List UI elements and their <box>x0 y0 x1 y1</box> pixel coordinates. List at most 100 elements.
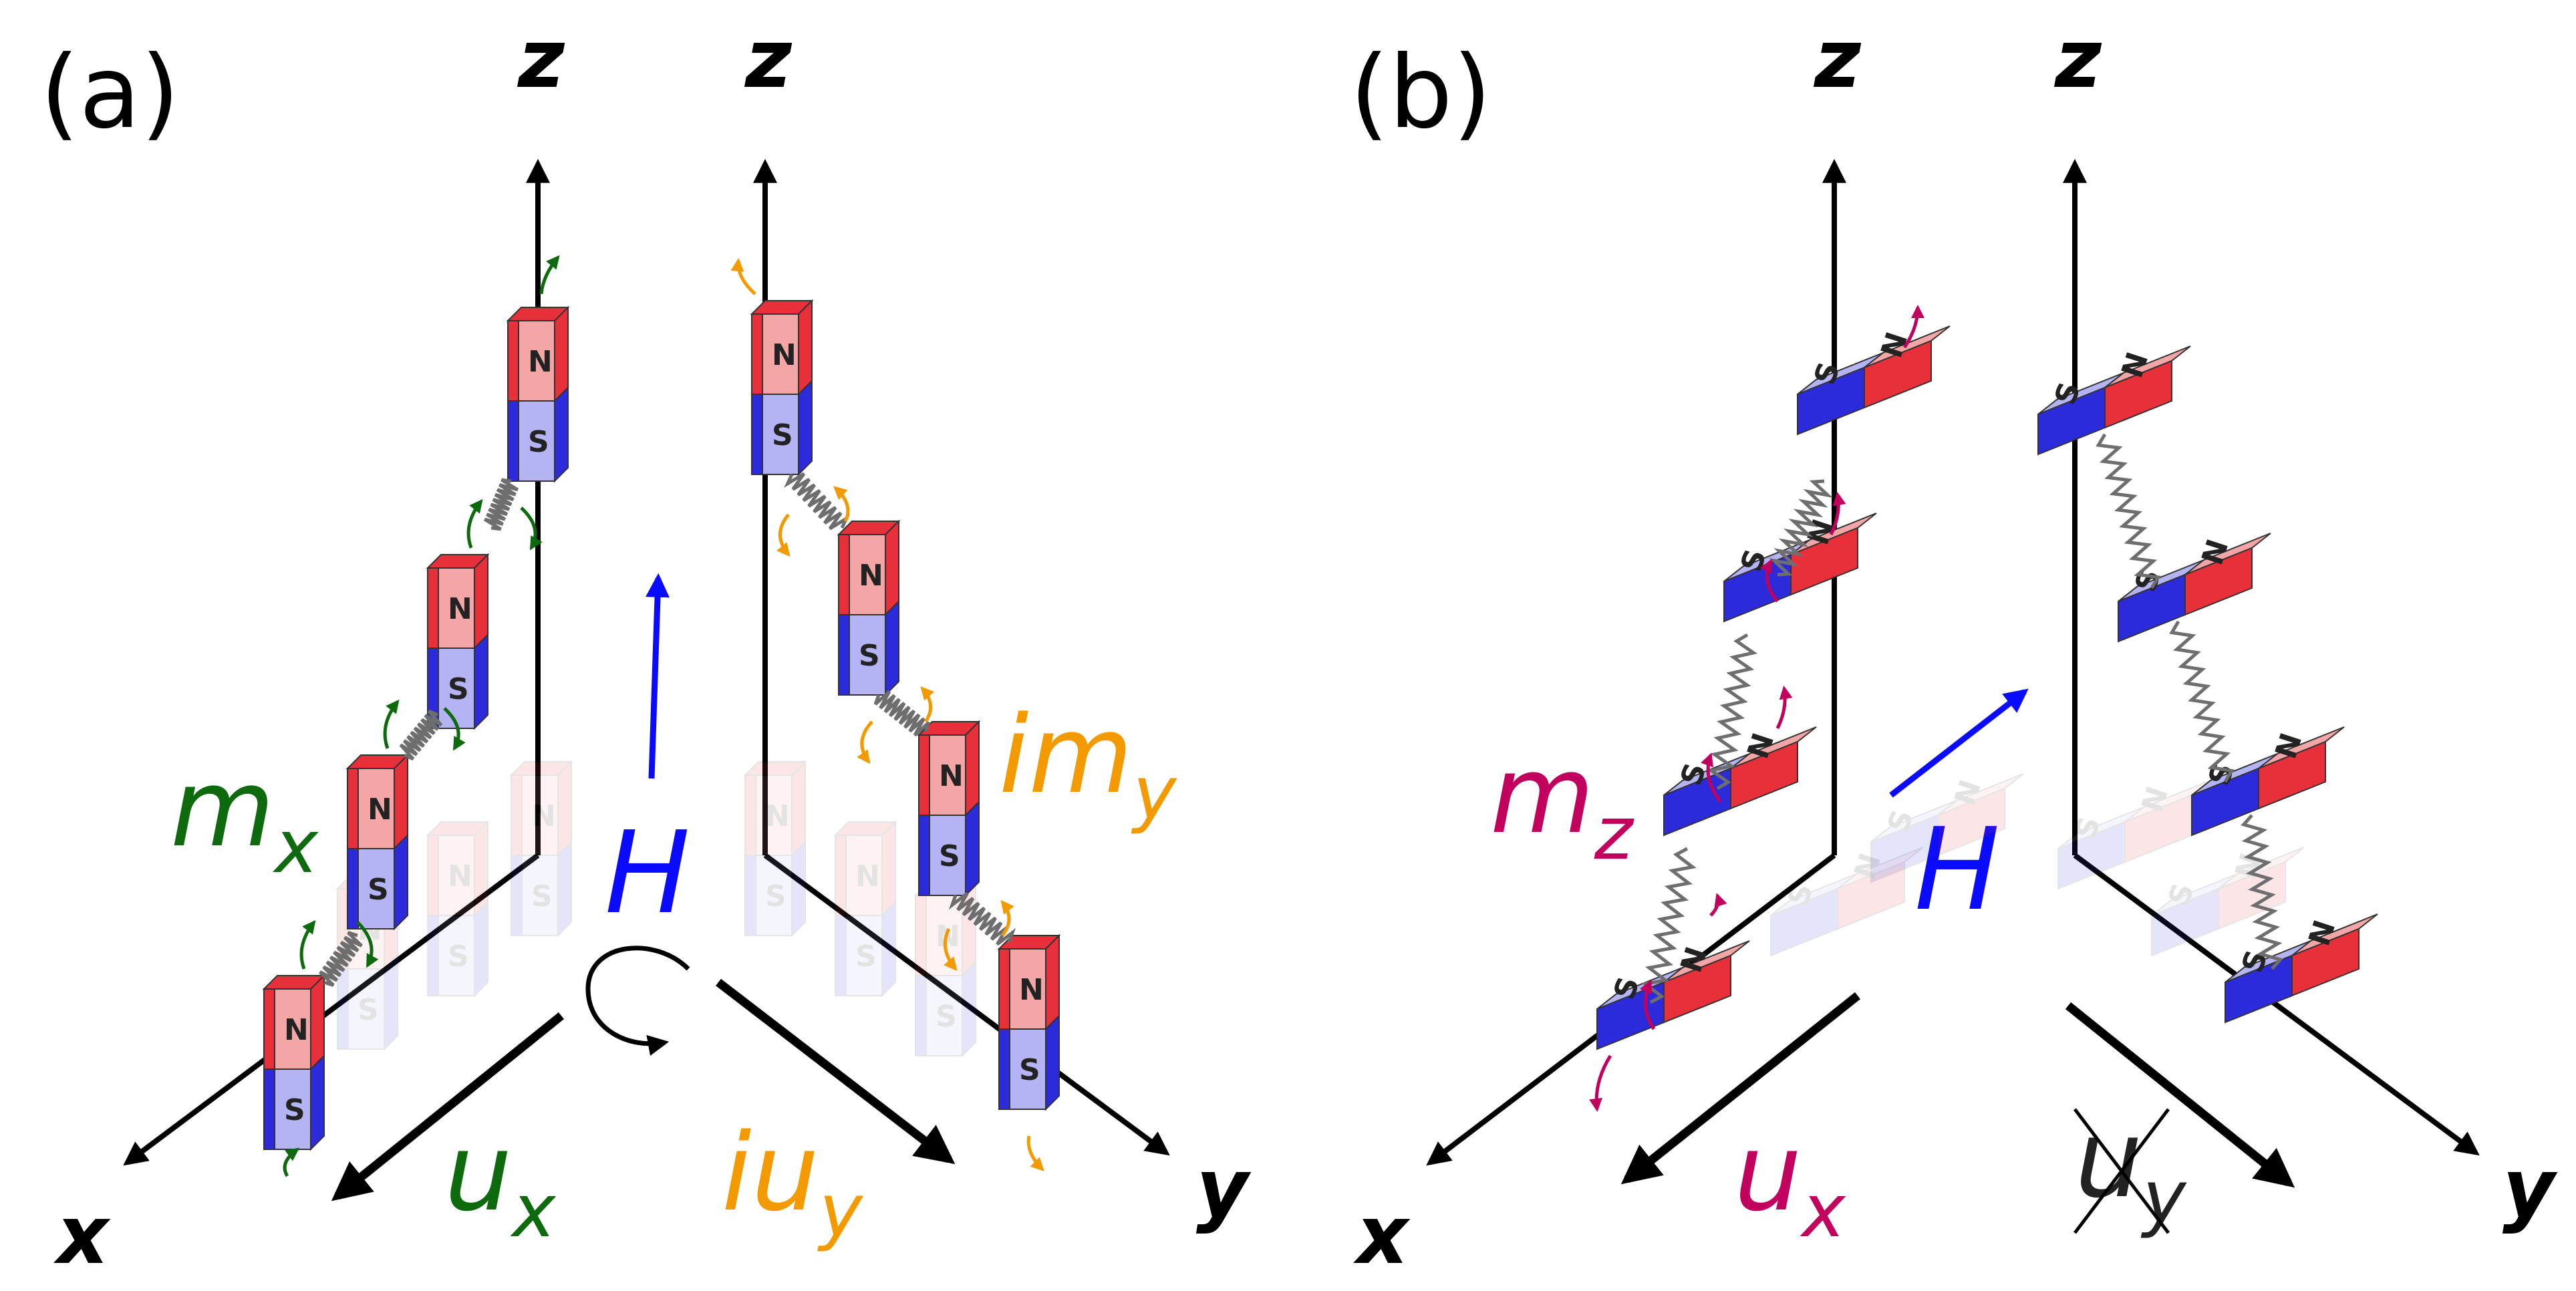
ghost-magnet: SN <box>2151 847 2305 957</box>
panel-a-rotation-arrow <box>585 946 690 1056</box>
magnet-north-label: N <box>936 919 960 954</box>
magnet-south-label: S <box>531 879 553 913</box>
panel-a-u-left-base: u <box>444 1110 512 1235</box>
panel-a-m-left-base: m <box>170 746 275 871</box>
magenta-arrow <box>1829 492 1846 536</box>
orange-arrow <box>1000 899 1014 937</box>
orange-arrow <box>1026 1135 1044 1171</box>
magnet-south-label: S <box>939 839 960 873</box>
magnet-left-chain-b: SN <box>1797 325 1951 436</box>
panel-b-u-left-base: u <box>1734 1110 1802 1235</box>
panel-a-m-right-label: imy <box>999 692 1177 836</box>
green-arrow <box>356 921 379 968</box>
ghost-magnet: NS <box>426 820 490 998</box>
panel-b-axes <box>1426 158 2480 1188</box>
orange-arrow <box>857 720 873 764</box>
spring-a-right <box>784 472 850 531</box>
panel-a-u-right-label: iuy <box>722 1110 864 1254</box>
magnet-south-label: S <box>448 672 469 706</box>
magnet-left-chain-b: SN <box>1663 726 1817 837</box>
magenta-arrow <box>1701 752 1722 803</box>
spring-b-right <box>2169 620 2235 783</box>
magnet-right-chain-a: NS <box>750 299 814 476</box>
panel-a-y-label: y <box>1196 1143 1252 1236</box>
panel-a-u-right-base: iu <box>722 1110 819 1235</box>
magenta-arrow <box>1589 1054 1612 1112</box>
spring-a-right <box>948 891 1016 946</box>
magnet-north-label: N <box>772 338 797 372</box>
magnet-north-label: N <box>531 799 556 833</box>
panel-a-x-label: x <box>53 1189 111 1282</box>
magenta-arrow <box>1639 980 1656 1030</box>
magnet-right-chain-a: NS <box>917 720 981 897</box>
green-arrow <box>466 498 483 549</box>
magnet-left-chain-b: SN <box>1596 940 1750 1050</box>
magnet-left-chain-a: NS <box>506 305 570 483</box>
spring-a-left <box>483 478 519 531</box>
green-arrow <box>539 255 560 295</box>
panel-b-u-left-sub: x <box>1800 1168 1846 1254</box>
panel-b-field-arrow <box>1889 688 2029 798</box>
magnet-north-label: N <box>939 759 964 793</box>
panel-b-uy-arrow <box>2065 1002 2295 1188</box>
panel-a-field-label: H <box>605 807 690 940</box>
panel-b-x-label: x <box>1353 1189 1411 1282</box>
magenta-arrow <box>1759 559 1779 603</box>
green-arrow <box>383 699 400 749</box>
panel-b-ux-arrow <box>1620 992 1861 1185</box>
spring-b-left <box>1768 479 1834 577</box>
panel-a-label: (a) <box>40 35 180 151</box>
orange-arrow <box>920 686 935 723</box>
magnet-south-label: S <box>368 873 389 907</box>
panel-b-z-left-label: z <box>1813 13 1862 106</box>
panel-b-u-right-struck: uy <box>2073 1097 2187 1240</box>
ghost-magnet: SN <box>2057 780 2211 890</box>
ghost-magnet: SN <box>1870 773 2024 883</box>
panel-a-m-left-label: mx <box>170 746 319 889</box>
magnet-south-label: S <box>284 1093 305 1127</box>
spring-a-left <box>319 931 363 987</box>
orange-arrow <box>776 513 791 557</box>
magnet-north-label: N <box>284 1013 309 1047</box>
panel-a-u-right-sub: y <box>817 1168 864 1254</box>
magnet-right-chain-b: SN <box>2225 913 2378 1024</box>
magnet-south-label: S <box>859 639 880 673</box>
magnet-left-chain-a: NS <box>345 753 410 931</box>
panel-a: (a) z z x y H mx imy ux iuy NSNSNSNSNSNS… <box>40 13 1252 1282</box>
magnet-north-label: N <box>448 592 472 626</box>
green-arrow <box>443 707 466 751</box>
magnet-north-label: N <box>1019 973 1044 1007</box>
magnet-right-chain-b: SN <box>2037 345 2191 456</box>
magnet-north-label: N <box>855 859 880 893</box>
magnet-right-chain-a: NS <box>997 934 1061 1111</box>
panel-a-m-right-sub: y <box>1131 750 1177 836</box>
magnet-north-label: N <box>765 799 790 833</box>
magnet-left-chain-a: NS <box>426 553 490 730</box>
panel-b-y-label: y <box>2502 1143 2558 1236</box>
panel-a-z-left-label: z <box>517 13 565 106</box>
magnet-north-label: N <box>448 859 472 893</box>
orange-arrow <box>730 258 756 295</box>
magenta-arrow <box>1902 305 1924 349</box>
magenta-arrow <box>1775 686 1793 730</box>
panel-a-z-right-label: z <box>744 13 793 106</box>
green-arrow <box>299 919 316 970</box>
magnet-north-label: N <box>368 793 392 827</box>
spring-b-left <box>1707 633 1758 791</box>
ghost-magnet: SN <box>1770 847 1924 957</box>
panel-b-m-left-label: mz <box>1490 732 1634 876</box>
panel-a-x-axis <box>123 853 540 1166</box>
panel-b-field-label: H <box>1914 804 2000 936</box>
spring-a-right <box>873 690 931 737</box>
panel-b-z-right-label: z <box>2053 13 2102 106</box>
panel-a-m-right-base: im <box>999 692 1133 817</box>
panel-a-axes <box>123 158 1170 1201</box>
panel-a-m-left-sub: x <box>273 804 319 889</box>
panel-a-ux-arrow <box>331 1012 565 1201</box>
magnet-south-label: S <box>528 425 549 459</box>
spring-b-right <box>2096 433 2161 589</box>
panel-b-y-axis <box>2073 853 2480 1156</box>
panel-b-u-right-label: uy <box>2075 1097 2187 1240</box>
